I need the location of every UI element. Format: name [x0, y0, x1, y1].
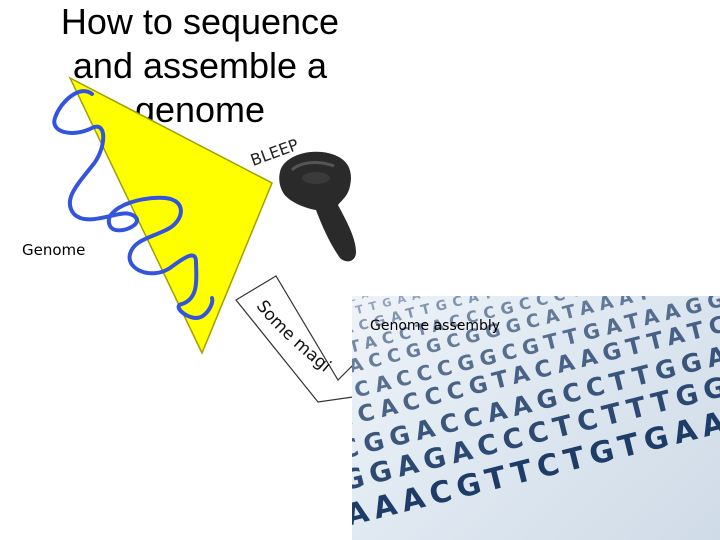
genome-squiggle-icon [52, 89, 215, 320]
genome-assembly-label: Genome assembly [370, 318, 501, 334]
barcode-scanner-icon [279, 151, 356, 262]
page-title: How to sequence and assemble a genome [60, 1, 340, 130]
scanner-beam [68, 76, 273, 355]
genome-label: Genome [22, 241, 86, 259]
sequence-image: TTCCATTACCGTCATGCATCAACCTTGGACCTTGAATTCC… [352, 296, 720, 540]
